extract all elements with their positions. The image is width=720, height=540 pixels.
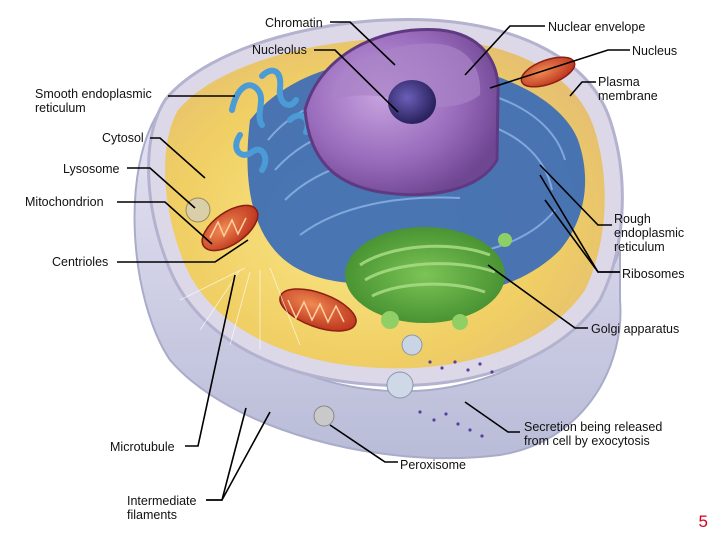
- label-ribosomes: Ribosomes: [622, 267, 685, 281]
- label-chromatin: Chromatin: [265, 16, 323, 30]
- cell-membrane-lower: [133, 107, 622, 460]
- label-nuclear-envelope: Nuclear envelope: [548, 20, 646, 34]
- nucleolus-shape: [388, 80, 436, 124]
- label-microtubule: Microtubule: [110, 440, 175, 454]
- peroxisome-shape: [313, 405, 335, 427]
- leader-lines: [117, 21, 630, 501]
- vesicle: [386, 371, 414, 399]
- label-golgi-apparatus: Golgi apparatus: [591, 322, 680, 336]
- label-cytosol: Cytosol: [102, 131, 144, 145]
- nucleus-cut-face: [330, 43, 481, 107]
- label-plasma-membrane: Plasma membrane: [598, 75, 658, 103]
- vesicle: [401, 334, 423, 356]
- label-secretion: Secretion being released from cell by ex…: [524, 420, 663, 448]
- label-intermediate-filaments: Intermediate filaments: [127, 494, 197, 522]
- cytoskeleton-lines: [179, 267, 301, 350]
- label-centrioles: Centrioles: [52, 255, 109, 269]
- label-nucleolus: Nucleolus: [252, 43, 307, 57]
- label-rough-er: Rough endoplasmic reticulum: [614, 212, 685, 254]
- label-lysosome: Lysosome: [63, 162, 120, 176]
- secretion-particles: [418, 360, 494, 438]
- label-peroxisome: Peroxisome: [400, 458, 466, 472]
- label-nucleus: Nucleus: [632, 44, 678, 58]
- lysosome-shape: [185, 197, 211, 223]
- label-mitochondrion: Mitochondrion: [25, 195, 104, 209]
- page-number: 5: [698, 512, 708, 531]
- golgi-shape: [345, 227, 512, 330]
- label-smooth-er: Smooth endoplasmic reticulum: [35, 87, 152, 115]
